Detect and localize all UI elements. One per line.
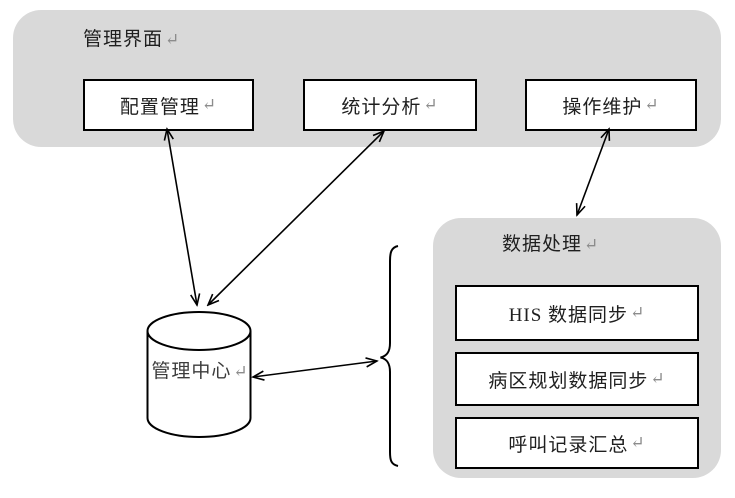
paragraph-mark: ↵ [423, 95, 439, 114]
paragraph-mark: ↵ [650, 369, 666, 388]
paragraph-mark: ↵ [630, 303, 646, 322]
box-operation-maintenance: 操作维护↵ [525, 79, 697, 131]
paragraph-mark: ↵ [165, 30, 181, 49]
arrow-statistics-to-center [208, 131, 384, 305]
database-cylinder-top [146, 311, 252, 351]
box-config-management: 配置管理↵ [83, 79, 254, 131]
panel-title-data-processing: 数据处理↵ [502, 229, 599, 256]
box-label: 病区规划数据同步 [488, 370, 649, 392]
database-cylinder-body [146, 331, 252, 438]
box-ward-planning-data-sync: 病区规划数据同步↵ [455, 352, 699, 406]
paragraph-mark: ↵ [644, 95, 660, 114]
paragraph-mark: ↵ [201, 95, 218, 114]
panel-title-management-interface: 管理界面↵ [83, 24, 180, 51]
database-label: 管理中心↵ [148, 356, 252, 383]
box-call-record-summary: 呼叫记录汇总↵ [455, 417, 699, 469]
box-statistics-analysis: 统计分析↵ [303, 79, 477, 131]
paragraph-mark: ↵ [630, 433, 646, 452]
arrow-center-to-brace [253, 361, 377, 377]
data-processing-panel: 数据处理↵ HIS 数据同步↵ 病区规划数据同步↵ 呼叫记录汇总↵ [433, 218, 721, 478]
panel-title-text: 数据处理 [502, 234, 583, 255]
management-interface-panel: 管理界面↵ 配置管理↵ 统计分析↵ 操作维护↵ [13, 10, 721, 147]
arrow-config-to-center [167, 129, 197, 305]
box-label: HIS 数据同步 [508, 304, 629, 326]
brace [380, 245, 399, 467]
paragraph-mark: ↵ [233, 362, 249, 381]
paragraph-mark: ↵ [584, 235, 600, 254]
database-label-text: 管理中心 [151, 361, 232, 382]
box-label: 呼叫记录汇总 [508, 434, 629, 456]
box-his-data-sync: HIS 数据同步↵ [455, 285, 699, 341]
panel-title-text: 管理界面 [83, 29, 164, 50]
box-label: 操作维护 [562, 96, 643, 118]
box-label: 统计分析 [341, 96, 422, 118]
box-label: 配置管理 [119, 96, 200, 118]
